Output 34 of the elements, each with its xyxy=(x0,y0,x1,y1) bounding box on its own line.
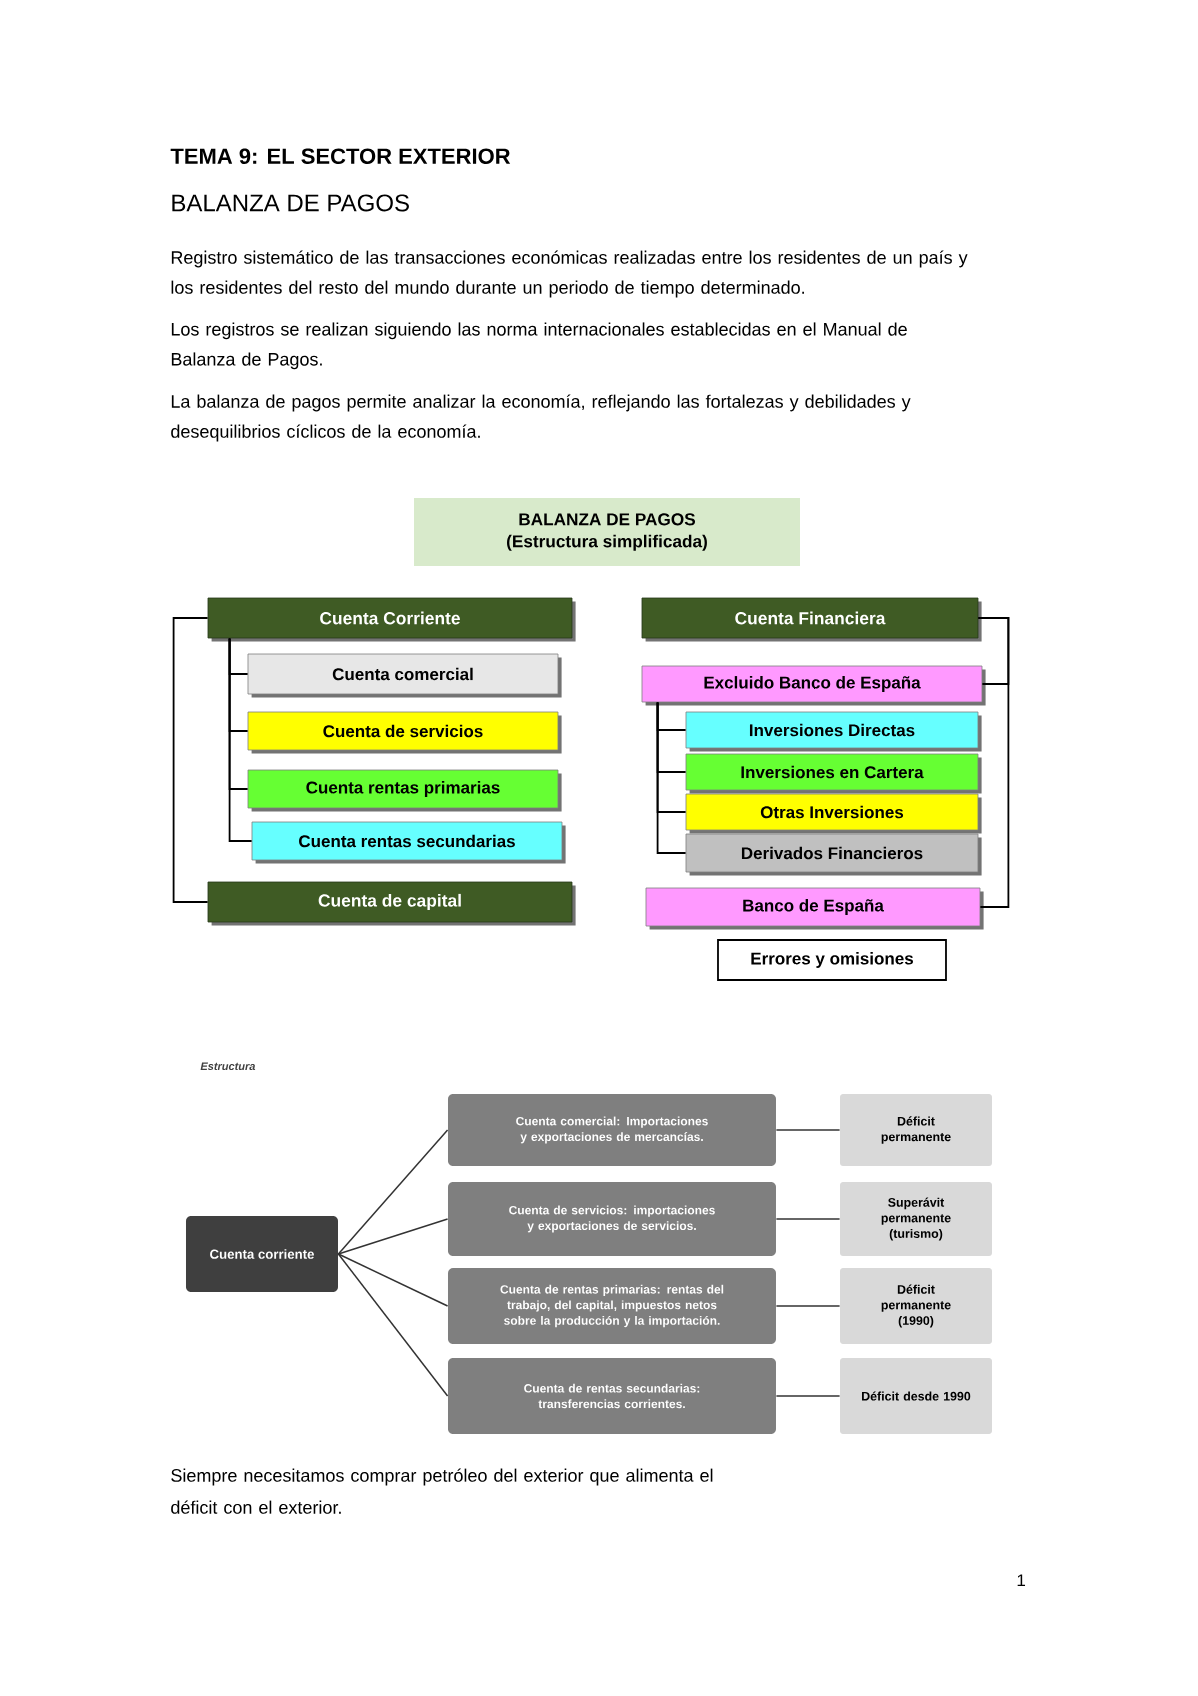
connector-line xyxy=(775,1129,841,1131)
paragraph: Los registros se realizan siguiendo las norma internacionales establecidas en el Manual de Balanza de Pagos. xyxy=(171,322,907,370)
paragraph: La balanza de pagos permite analizar la economía, reflejando las fortalezas y debilidades y desequilibrios cíclicos de la economía. xyxy=(171,394,911,442)
account-box: Errores y omisiones xyxy=(717,939,947,981)
connector-line xyxy=(172,617,209,903)
page-title: TEMA 9: EL SECTOR EXTERIOR xyxy=(170,148,511,164)
account-box: Inversiones en Cartera xyxy=(685,753,982,794)
account-box: Cuenta Corriente xyxy=(207,597,576,642)
connector-line xyxy=(775,1305,841,1307)
connector-line xyxy=(977,617,1010,908)
paragraph: Siempre necesitamos comprar petróleo del exterior que alimenta el déficit con el exterior. xyxy=(171,1468,713,1514)
account-box: Banco de España xyxy=(645,887,984,930)
title-box: BALANZA DE PAGOS (Estructura simplificada) xyxy=(414,498,800,566)
account-box: Inversiones Directas xyxy=(685,711,982,752)
connector-line xyxy=(337,1253,449,1307)
account-box: Cuenta Financiera xyxy=(641,597,982,642)
connector-line xyxy=(775,1218,841,1220)
account-box: Cuenta rentas secundarias xyxy=(251,821,566,864)
account-box: Cuenta de servicios xyxy=(247,711,562,754)
account-box: Cuenta comercial xyxy=(247,653,562,698)
account-box: Excluido Banco de España xyxy=(641,665,986,706)
connector-line xyxy=(775,1395,841,1397)
connector-line xyxy=(337,1253,449,1397)
connector-line xyxy=(337,1129,449,1255)
account-box: Otras Inversiones xyxy=(685,793,982,834)
account-box: Cuenta de capital xyxy=(207,881,576,926)
paragraph: Registro sistemático de las transacciones económicas realizadas entre los residentes de un país y los residentes del resto del mundo durante un periodo de tiempo determinado. xyxy=(171,250,968,298)
page-number: 1 xyxy=(1017,1574,1025,1587)
connector-line xyxy=(656,701,687,854)
account-box: Cuenta rentas primarias xyxy=(247,769,562,812)
section-heading: BALANZA DE PAGOS xyxy=(172,194,409,212)
connector-line xyxy=(228,637,253,842)
account-box: Derivados Financieros xyxy=(685,833,982,876)
connector-line xyxy=(337,1218,449,1255)
